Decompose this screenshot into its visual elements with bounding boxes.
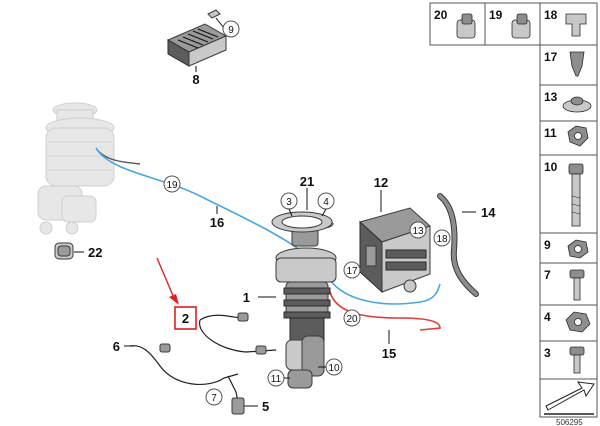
label-20: 20: [346, 314, 358, 325]
panel-label-17: 17: [544, 50, 558, 64]
highlight-arrow: [156, 257, 175, 299]
air-line-15[interactable]: [329, 291, 441, 331]
panel-label-10: 10: [544, 160, 558, 174]
height-sensor-part-6[interactable]: [129, 343, 245, 415]
callout-17[interactable]: [343, 261, 361, 279]
label-6: 6: [113, 339, 120, 354]
panel-label-4: 4: [544, 310, 551, 324]
callout-9[interactable]: [222, 20, 240, 38]
label-17: 17: [346, 266, 358, 277]
label-13: 13: [412, 226, 424, 237]
label-12: 12: [374, 175, 388, 190]
label-3: 3: [286, 197, 292, 208]
orientation-arrow-icon: [545, 381, 595, 411]
label-15: 15: [382, 346, 396, 361]
label-2: 2: [182, 311, 189, 326]
diagram-part-code: 506295: [556, 418, 583, 426]
panel-label-11: 11: [544, 126, 557, 140]
panel-cell-17[interactable]: [539, 44, 598, 86]
panel-label-13: 13: [544, 90, 558, 104]
panel-label-9: 9: [544, 238, 551, 252]
label-16: 16: [210, 215, 224, 230]
label-22: 22: [88, 245, 102, 260]
panel-label-20: 20: [434, 8, 448, 22]
label-4: 4: [323, 197, 329, 208]
label-21: 21: [300, 174, 314, 189]
panel-cell-7[interactable]: [539, 262, 598, 306]
panel-cell-3[interactable]: [539, 340, 598, 380]
height-sensor-part-2[interactable]: [199, 312, 277, 355]
callout-20[interactable]: [343, 309, 361, 327]
air-strut-part-1[interactable]: [275, 217, 337, 389]
control-module-part-8[interactable]: [166, 9, 228, 67]
callout-19[interactable]: [163, 175, 181, 193]
label-8: 8: [192, 72, 199, 87]
callout-13[interactable]: [409, 221, 427, 239]
rear-strut-ghost: [37, 102, 115, 235]
compressor-part-12[interactable]: [358, 207, 431, 294]
label-1: 1: [243, 290, 250, 305]
label-18: 18: [436, 234, 448, 245]
label-9: 9: [228, 25, 234, 36]
highlight-box-2: [174, 306, 197, 330]
panel-cell-10[interactable]: [539, 154, 598, 234]
parts-side-panel: 20 19 18 17 13 11 10 9 7: [429, 2, 598, 418]
panel-label-18: 18: [544, 8, 558, 22]
bushing-part-22[interactable]: [54, 242, 74, 260]
air-line-blue-right: [329, 279, 441, 305]
label-14: 14: [481, 205, 496, 220]
panel-label-3: 3: [544, 346, 551, 360]
panel-label-19: 19: [489, 8, 503, 22]
label-5: 5: [262, 399, 269, 414]
label-19: 19: [166, 180, 178, 191]
panel-cell-19[interactable]: [484, 2, 541, 46]
air-line-16[interactable]: [95, 147, 301, 251]
panel-label-7: 7: [544, 268, 551, 282]
gasket-part-21[interactable]: [271, 211, 333, 233]
label-10: 10: [328, 363, 340, 374]
label-7: 7: [211, 393, 217, 404]
callout-18[interactable]: [433, 229, 451, 247]
label-11: 11: [271, 374, 282, 385]
callout-7[interactable]: [205, 388, 223, 406]
